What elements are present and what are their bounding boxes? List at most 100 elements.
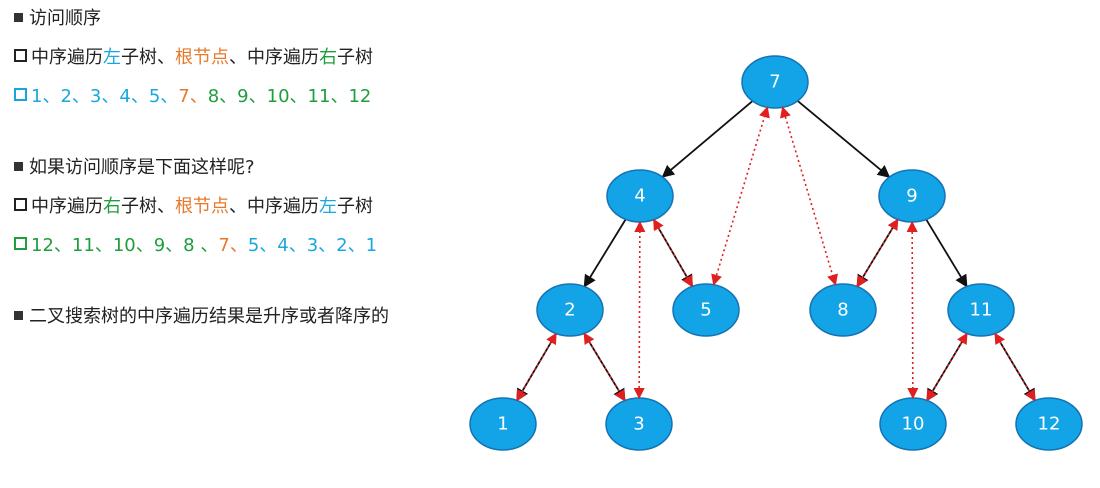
tree-node-8: 8 <box>809 283 877 337</box>
traversal-step-n2-n3 <box>583 332 626 402</box>
section1-rule-part: 右 <box>319 47 337 68</box>
tree-node-2: 2 <box>536 283 604 337</box>
section1-rule-part: 根节点 <box>175 47 229 68</box>
section1-sequence-item: 4 <box>119 86 131 107</box>
node-label: 11 <box>970 300 993 321</box>
section2-sequence-item: 12 <box>31 235 54 256</box>
tree-edge-n7-n9 <box>797 100 891 178</box>
node-label: 1 <box>497 414 508 435</box>
hollow-square-bullet-icon <box>14 198 27 211</box>
section2-rule-part: 左 <box>319 196 337 217</box>
section1-rule-part: 中序遍历 <box>31 47 103 68</box>
section2-rule-part: 、中序遍历 <box>229 196 319 217</box>
hollow-square-bullet-icon <box>14 88 27 101</box>
section1-sequence: 1、2、3、4、5、7、8、9、10、11、12 <box>31 86 371 107</box>
section2-sequence-item: 2 <box>336 235 348 256</box>
section1-sequence-item: 8 <box>207 86 220 107</box>
section1-rule-part: 子树、 <box>121 47 175 68</box>
tree-node-3: 3 <box>605 397 673 451</box>
hollow-square-bullet-icon <box>14 49 27 62</box>
section2-sequence-separator: 、 <box>318 235 337 256</box>
node-label: 12 <box>1038 414 1061 435</box>
section2-sequence-item: 3 <box>306 235 319 256</box>
section2-sequence-item: 1 <box>365 235 378 256</box>
section2-sequence-item: 9 <box>153 235 166 256</box>
traversal-step-n3-n4 <box>633 220 646 400</box>
traversal-step-n8-n9 <box>856 218 899 288</box>
section1-sequence-separator: 、 <box>71 86 90 107</box>
section2-sequence-separator: 、 <box>288 235 307 256</box>
section3-heading-line: 二叉搜索树的中序遍历结果是升序或者降序的 <box>14 304 484 343</box>
section2-rule-part: 子树 <box>337 196 373 217</box>
square-bullet-icon <box>14 311 23 320</box>
section1-rule-part: 子树 <box>337 47 373 68</box>
traversal-path <box>516 106 1036 402</box>
section2-sequence-separator: 、 <box>259 235 278 256</box>
section2-sequence: 12、11、10、9、8 、7、5、4、3、2、1 <box>31 235 377 256</box>
traversal-step-n9-n10 <box>906 220 919 400</box>
section1-sequence-line: 1、2、3、4、5、7、8、9、10、11、12 <box>14 84 484 123</box>
section1-sequence-separator: 、 <box>130 86 149 107</box>
node-ellipse <box>672 283 740 337</box>
node-label: 2 <box>564 300 575 321</box>
section2-rule-part: 中序遍历 <box>31 196 103 217</box>
section1-sequence-separator: 、 <box>330 86 349 107</box>
section1-heading: 访问顺序 <box>29 8 101 29</box>
section2-sequence-separator: 、 <box>229 235 248 256</box>
text-panel: 访问顺序 中序遍历左子树、根节点、中序遍历右子树 1、2、3、4、5、7、8、9… <box>14 6 484 343</box>
section2-rule-part: 右 <box>103 196 121 217</box>
section1-sequence-separator: 、 <box>248 86 267 107</box>
traversal-step-n5-n7 <box>711 106 770 286</box>
tree-node-7: 7 <box>741 55 809 109</box>
section2-rule-line: 中序遍历右子树、根节点、中序遍历左子树 <box>14 194 484 233</box>
section1-sequence-separator: 、 <box>42 86 61 107</box>
section2-sequence-separator: 、 <box>347 235 366 256</box>
section1-sequence-separator: 、 <box>219 86 238 107</box>
section1-sequence-item: 5 <box>148 86 161 107</box>
section2-sequence-separator: 、 <box>53 235 72 256</box>
tree-node-12: 12 <box>1015 397 1083 451</box>
tree-edges <box>516 100 1036 402</box>
section2-sequence-line: 12、11、10、9、8 、7、5、4、3、2、1 <box>14 233 484 272</box>
node-ellipse <box>809 283 877 337</box>
tree-edge-n9-n11 <box>925 219 968 288</box>
node-ellipse <box>1015 397 1083 451</box>
section1-sequence-item: 3 <box>89 86 102 107</box>
tree-node-10: 10 <box>879 397 947 451</box>
node-ellipse <box>741 55 809 109</box>
section1-sequence-item: 2 <box>60 86 72 107</box>
section1-rule-part: 、中序遍历 <box>229 47 319 68</box>
section2-sequence-separator: 、 <box>165 235 184 256</box>
tree-node-5: 5 <box>672 283 740 337</box>
tree-edge-n4-n2 <box>583 218 627 288</box>
section2-sequence-separator: 、 <box>135 235 154 256</box>
node-label: 9 <box>906 186 917 207</box>
tree-node-1: 1 <box>469 397 537 451</box>
node-label: 3 <box>633 414 644 435</box>
section2-sequence-item: 5 <box>247 235 260 256</box>
section2-rule-part: 子树、 <box>121 196 175 217</box>
section3-heading: 二叉搜索树的中序遍历结果是升序或者降序的 <box>29 306 389 327</box>
section2-heading: 如果访问顺序是下面这样呢? <box>29 157 255 178</box>
node-label: 4 <box>634 186 645 207</box>
section2-sequence-item: 8 <box>183 235 201 256</box>
section2-heading-line: 如果访问顺序是下面这样呢? <box>14 155 484 194</box>
node-label: 7 <box>769 72 780 93</box>
section1-rule-part: 左 <box>103 47 121 68</box>
section2-rule-part: 根节点 <box>175 196 229 217</box>
node-ellipse <box>947 283 1015 337</box>
node-ellipse <box>536 283 604 337</box>
section2-sequence-separator: 、 <box>200 235 219 256</box>
section1-rule-line: 中序遍历左子树、根节点、中序遍历右子树 <box>14 45 484 84</box>
section1-sequence-item: 12 <box>348 86 372 107</box>
square-bullet-icon <box>14 162 23 171</box>
hollow-square-bullet-icon <box>14 237 27 250</box>
section1-sequence-separator: 、 <box>189 86 208 107</box>
section2-sequence-item: 11 <box>71 235 95 256</box>
section2-rule: 中序遍历右子树、根节点、中序遍历左子树 <box>31 196 373 217</box>
section1-sequence-separator: 、 <box>289 86 308 107</box>
square-bullet-icon <box>14 13 23 22</box>
section1-sequence-separator: 、 <box>101 86 120 107</box>
